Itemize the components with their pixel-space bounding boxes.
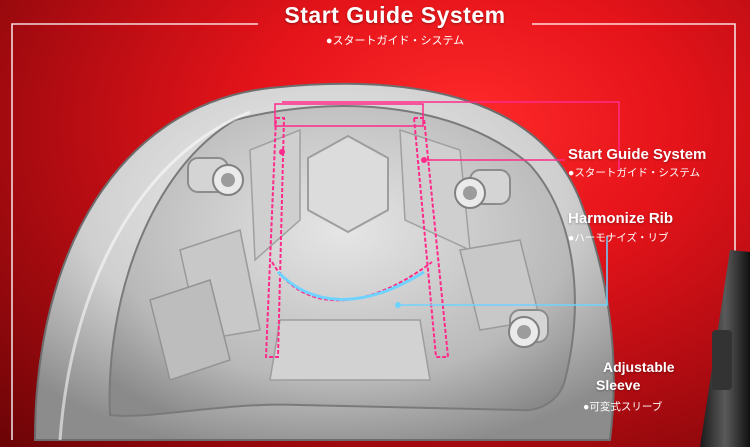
adjustable-sleeve-label-line1: Adjustable [603, 359, 675, 375]
harmonize-rib [271, 261, 433, 302]
club-head [33, 82, 615, 441]
weight-port-bottom [508, 309, 549, 348]
page-title: Start Guide System [284, 2, 506, 28]
adjustable-sleeve-sublabel: ●可変式スリーブ [583, 401, 663, 413]
harmonize-rib-label: Harmonize Rib [568, 210, 674, 227]
weight-port-right [454, 169, 511, 209]
start-guide-label: Start Guide System [568, 146, 707, 163]
start-guide-rails [264, 103, 450, 358]
start-guide-sublabel: ●スタートガイド・システム [568, 167, 701, 179]
harmonize-rib-sublabel: ●ハーモナイズ・リブ [568, 232, 669, 244]
page-subtitle: ●スタートガイド・システム [325, 35, 465, 47]
callout-lines [279, 101, 620, 308]
adjustable-sleeve-label-line2: Sleeve [596, 377, 641, 393]
shaft [700, 250, 750, 447]
weight-port-left [187, 157, 244, 196]
